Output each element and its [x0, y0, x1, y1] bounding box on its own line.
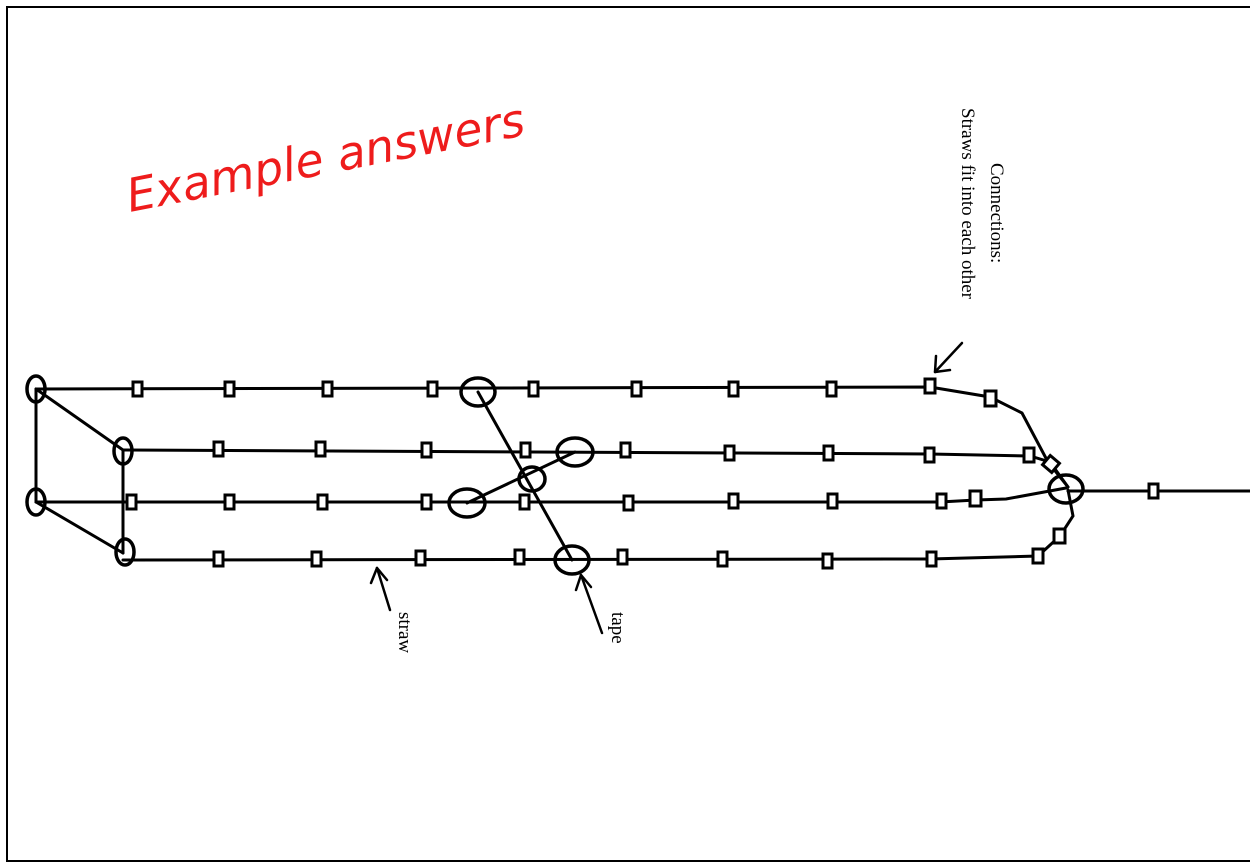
connection-mark	[825, 380, 838, 398]
connection-mark	[223, 380, 236, 398]
straw-bottom-diagonal	[34, 500, 125, 555]
connection-mark	[925, 550, 938, 568]
straw-row-1	[34, 385, 1070, 489]
tape-joint	[553, 544, 591, 576]
connection-mark	[321, 380, 334, 398]
connection-mark	[727, 380, 740, 398]
straw-top-diagonal	[34, 387, 125, 452]
connection-mark	[630, 380, 643, 398]
connection-mark	[527, 380, 540, 398]
connection-mark	[212, 550, 225, 568]
tape-joint	[1047, 473, 1085, 505]
straw-arrow	[375, 566, 392, 612]
connection-mark	[822, 444, 835, 462]
tape-label: tape	[607, 612, 628, 644]
connection-mark	[513, 548, 526, 566]
connection-mark	[414, 549, 427, 567]
tape-joints	[25, 374, 1085, 576]
connection-mark	[1052, 527, 1067, 545]
tape-joint	[555, 436, 595, 468]
connection-mark	[420, 441, 433, 459]
straw-row-3	[34, 486, 1068, 504]
tape-joint	[114, 537, 136, 567]
connection-mark	[826, 492, 839, 510]
tape-joint	[517, 465, 547, 493]
connection-mark	[316, 493, 329, 511]
straw-cross-brace-2	[465, 450, 577, 505]
connections-label-line1: Connections:	[986, 163, 1007, 263]
connection-mark	[821, 552, 834, 570]
straw-row-4	[121, 488, 1075, 562]
connection-mark	[923, 377, 937, 395]
connection-mark	[727, 492, 740, 510]
annotation-arrows	[369, 341, 964, 635]
connection-mark	[223, 493, 236, 511]
connection-mark	[1022, 446, 1036, 464]
connection-mark	[983, 389, 998, 408]
connection-mark	[619, 441, 632, 459]
tape-arrowhead	[574, 573, 593, 592]
connection-mark	[420, 493, 433, 511]
tape-joint	[447, 487, 487, 519]
connection-mark	[616, 548, 629, 566]
connection-mark	[314, 440, 327, 458]
connection-mark	[1147, 482, 1160, 500]
connections-label-line2: Straws fit into each other	[957, 108, 978, 300]
connection-mark	[131, 380, 144, 398]
connection-mark	[518, 493, 531, 511]
connection-mark	[212, 440, 225, 458]
connection-mark	[1040, 453, 1062, 475]
connection-mark	[426, 380, 439, 398]
connection-mark	[622, 494, 635, 512]
title-text: Example answers	[122, 93, 529, 223]
straw-connections	[125, 377, 1160, 570]
connection-mark	[125, 493, 138, 511]
connection-mark	[1031, 547, 1045, 565]
connection-mark	[968, 489, 983, 508]
tape-joint	[25, 487, 47, 517]
tape-joint	[25, 374, 47, 404]
connection-mark	[716, 550, 729, 568]
connections-arrow	[933, 341, 964, 374]
tape-joint	[112, 436, 134, 466]
connection-mark	[310, 550, 323, 568]
straw-arrowhead	[369, 566, 389, 585]
connection-mark	[723, 444, 736, 462]
straw-label: straw	[394, 612, 415, 653]
connection-mark	[923, 446, 936, 464]
connection-mark	[519, 441, 532, 459]
tape-joint	[459, 376, 497, 408]
tape-arrow	[579, 573, 604, 635]
connections-arrowhead	[933, 354, 952, 374]
connection-mark	[935, 492, 948, 510]
